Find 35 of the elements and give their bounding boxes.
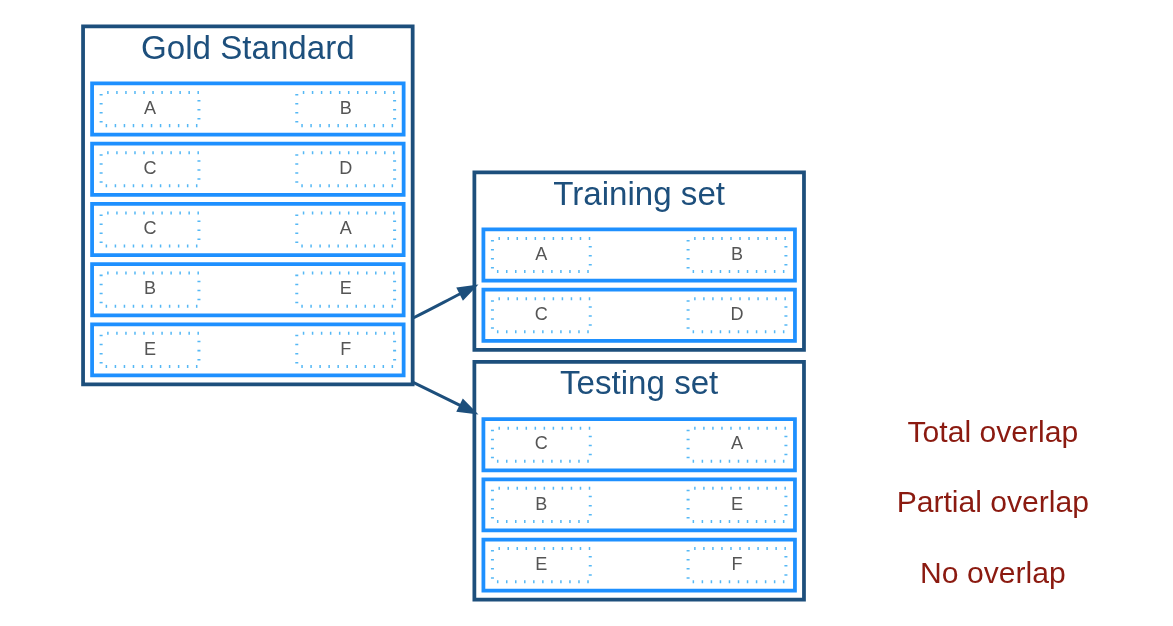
node-box: C <box>99 211 201 248</box>
cluster <box>90 202 406 257</box>
node-box: A <box>295 211 397 248</box>
cluster <box>481 537 797 593</box>
node-box: B <box>490 486 592 523</box>
arrow <box>412 380 479 415</box>
cluster <box>481 477 797 533</box>
node-box: C <box>99 151 201 188</box>
cluster <box>90 322 406 378</box>
cluster <box>90 141 406 197</box>
node-box: B <box>295 91 397 128</box>
node-box: F <box>686 547 788 584</box>
node-box: A <box>686 426 788 463</box>
cluster <box>90 262 406 318</box>
node-box: C <box>490 297 592 334</box>
node-box: F <box>295 331 397 368</box>
node-box: B <box>686 237 788 274</box>
node-box: A <box>490 237 592 274</box>
arrow <box>412 284 479 320</box>
cluster <box>481 417 797 473</box>
node-box: E <box>686 486 788 523</box>
label: No overlap <box>920 556 1066 590</box>
node-box: C <box>490 426 592 463</box>
node-box: E <box>295 271 397 308</box>
cluster <box>481 287 797 343</box>
cluster <box>481 227 797 283</box>
label: Total overlap <box>907 414 1079 448</box>
node-box: E <box>490 547 592 584</box>
node-box: A <box>99 91 201 128</box>
node-box: E <box>99 331 201 368</box>
node-box: B <box>99 271 201 308</box>
node-box: D <box>295 151 397 188</box>
cluster <box>90 81 406 137</box>
label: Partial overlap <box>896 485 1090 519</box>
node-box: D <box>686 297 788 334</box>
